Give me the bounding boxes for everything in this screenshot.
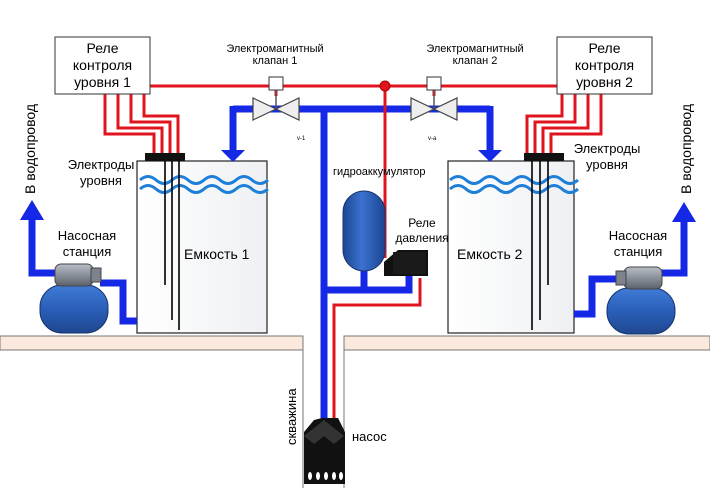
electrode-holder-2 (524, 153, 564, 161)
valve-1-label: Электромагнитный клапан 1 (226, 43, 324, 68)
valve-1-tag: v-1 (297, 136, 306, 142)
pump-station-right-label: Насосная станция (608, 228, 668, 259)
accumulator-label: гидроаккумулятор (333, 166, 426, 178)
well-label: скважина (284, 388, 299, 445)
pressure-relay-label: Реле давления (395, 216, 449, 245)
solenoid-valve-1 (252, 76, 300, 121)
relay-level-1-box (54, 36, 151, 95)
electrodes-right-label: Электроды уровня (573, 141, 641, 172)
submersible-pump (304, 418, 345, 484)
accumulator-tank (342, 190, 386, 272)
pipe-arrowheads (20, 150, 696, 222)
electrode-holder-1 (145, 153, 185, 161)
relay-level-1-label: Реле контроля уровня 1 (72, 40, 133, 90)
valve-2-tag: v-a (428, 136, 437, 142)
tank-2-label: Емкость 2 (457, 246, 523, 262)
wire-junction (379, 80, 391, 92)
relay-level-2-box (556, 36, 653, 95)
pump-station-right (606, 266, 676, 335)
tank-1-water-waves (139, 175, 269, 194)
tank-2-water-waves (449, 175, 579, 194)
pump-station-left-label: Насосная станция (57, 228, 117, 259)
valve-2-label: Электромагнитный клапан 2 (426, 43, 524, 68)
water-supply-left-label: В водопровод (22, 103, 38, 194)
ground (0, 335, 710, 488)
electrodes-tank-1 (164, 160, 180, 330)
tank-1-label: Емкость 1 (184, 246, 250, 262)
pressure-relay-device (384, 250, 428, 276)
control-wires (103, 84, 603, 425)
pump-label: насос (352, 429, 387, 444)
solenoid-valve-2 (410, 76, 458, 121)
electrodes-tank-2 (531, 160, 549, 330)
relay-level-2-label: Реле контроля уровня 2 (574, 40, 635, 90)
pump-station-left (39, 263, 109, 334)
water-supply-right-label: В водопровод (678, 103, 694, 194)
electrodes-left-label: Электроды уровня (67, 157, 135, 188)
